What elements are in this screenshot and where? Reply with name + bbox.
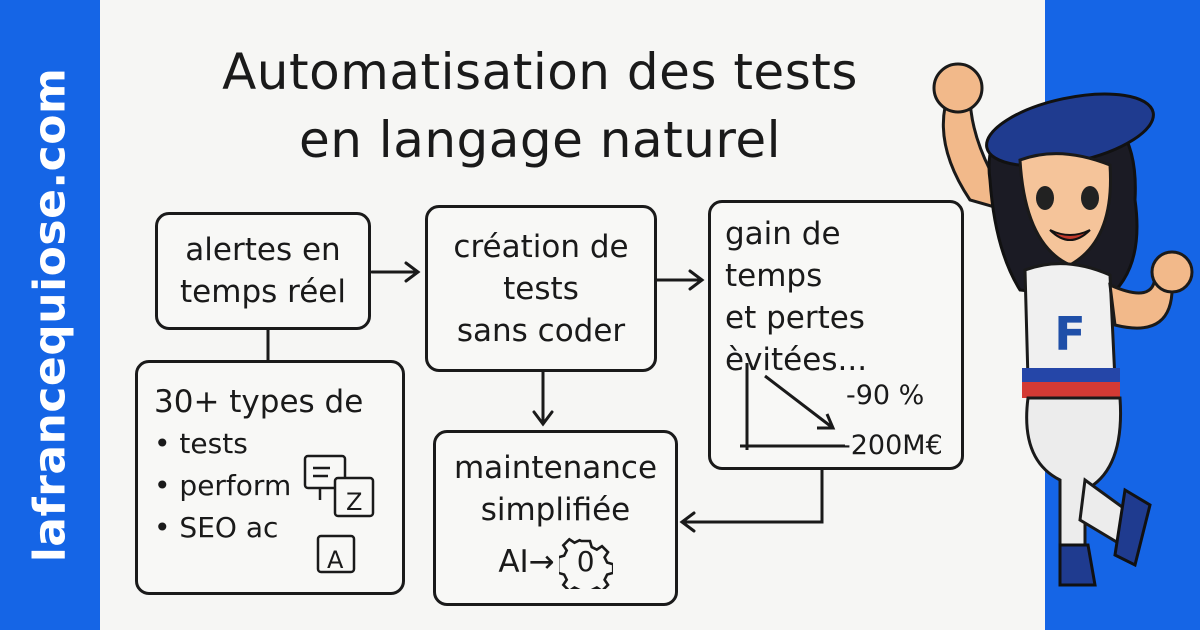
title-line-2: en langage naturel (298, 111, 782, 169)
icon-letter: A (327, 546, 344, 574)
box-gain: gain de temps et pertes èvitées... -90 %… (708, 200, 964, 470)
arrow-left (679, 468, 824, 533)
gear-label: 0 (576, 545, 595, 578)
ai-gear-row: AI→ 0 (436, 535, 675, 589)
box-text: maintenance (453, 450, 658, 486)
shirt-letter: F (1054, 307, 1085, 361)
box-alerts: alertes en temps réel (155, 212, 371, 330)
list-item: • SEO ac (154, 511, 279, 544)
list-item-text: SEO ac (179, 511, 279, 544)
arrow-down (532, 370, 554, 427)
gear-icon: 0 (558, 535, 613, 589)
arrow-right (370, 261, 421, 283)
page-title: Automatisation des tests en langage natu… (160, 38, 920, 174)
stat-percent: -90 % (846, 380, 925, 411)
box-types: 30+ types de • tests • perform • SEO ac … (135, 360, 405, 595)
box-text: simplifiée (480, 492, 631, 528)
box-maintenance: maintenance simplifiée AI→ 0 (433, 430, 678, 606)
box-text: gain de temps (725, 216, 841, 294)
arrow-right (655, 269, 705, 291)
decline-chart-icon (740, 363, 845, 450)
box-text: et pertes (725, 300, 865, 336)
list-item-text: tests (179, 427, 248, 460)
box-heading: 30+ types de (154, 384, 364, 420)
stat-money: -200M€ (841, 430, 943, 461)
left-brand-band (0, 0, 100, 630)
list-item-text: perform (179, 469, 292, 502)
list-item: • tests (154, 427, 248, 460)
box-text: sans coder (456, 312, 626, 349)
superhero-mascot-illustration: F (932, 62, 1194, 587)
title-line-1: Automatisation des tests (222, 43, 858, 101)
list-item: • perform (154, 469, 292, 502)
box-text: tests (503, 270, 579, 307)
icon-letter: Z (346, 488, 363, 516)
ai-label: AI→ (498, 544, 555, 580)
box-text: alertes en (185, 232, 341, 268)
box-text: temps réel (180, 274, 346, 310)
translate-icon (303, 454, 375, 574)
box-text: création de (453, 228, 629, 265)
box-creation: création de tests sans coder (425, 205, 657, 372)
box-text: èvitées... (725, 342, 868, 378)
